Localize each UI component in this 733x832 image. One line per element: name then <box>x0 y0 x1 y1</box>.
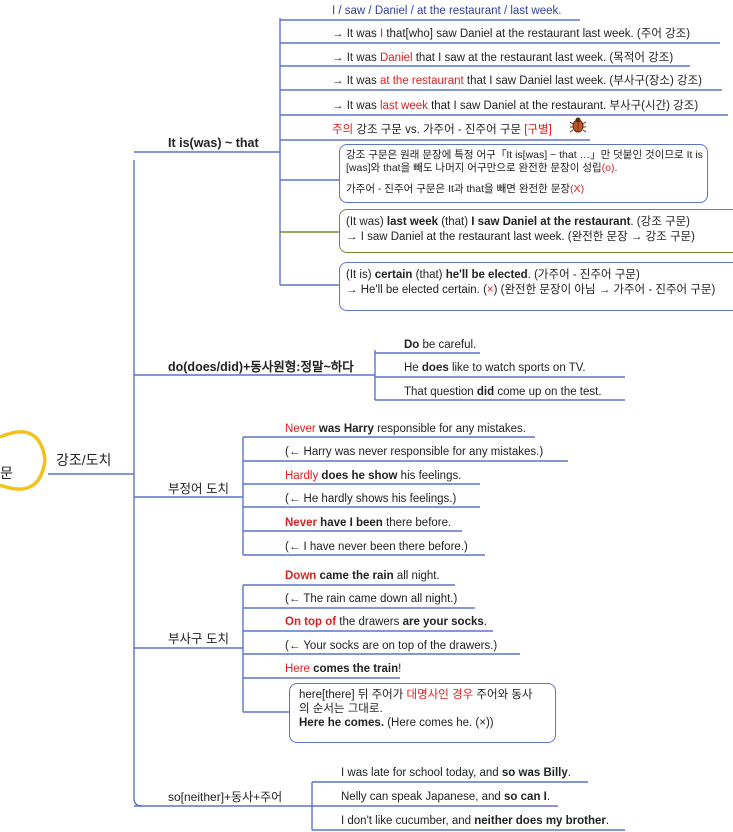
bug-icon <box>569 117 587 133</box>
section-do-title[interactable]: do(does/did)+동사원형:정말~하다 <box>168 360 354 374</box>
cleft-example-line2: → I saw Daniel at the restaurant last we… <box>346 231 695 243</box>
cleft-time-emphasis[interactable]: → It was last week that I saw Daniel at … <box>332 100 699 112</box>
adverb-note-box[interactable]: here[there] 뒤 주어가 대명사인 경우 주어와 동사 의 순서는 그… <box>289 683 556 743</box>
cleft-base-sentence[interactable]: I / saw / Daniel / at the restaurant / l… <box>332 5 562 17</box>
so-item-2[interactable]: Nelly can speak Japanese, and so can I. <box>341 791 551 803</box>
cleft-example-box[interactable]: (It was) last week (that) I saw Daniel a… <box>339 209 733 253</box>
so-item-3[interactable]: I don't like cucumber, and neither does … <box>341 815 610 827</box>
cleft-caution-item[interactable]: 주의 강조 구문 vs. 가주어 - 진주어 구문 [구별] <box>332 124 552 136</box>
adv-item-3[interactable]: On top of the drawers are your socks. <box>285 616 487 628</box>
section-negative-title[interactable]: 부정어 도치 <box>168 482 229 496</box>
adv-item-4[interactable]: (← Your socks are on top of the drawers.… <box>285 640 498 652</box>
section-so-neither-title[interactable]: so[neither]+동사+주어 <box>168 790 283 804</box>
neg-item-1[interactable]: Never was Harry responsible for any mist… <box>285 423 526 435</box>
cleft-subject-emphasis[interactable]: → It was I that[who] saw Daniel at the r… <box>332 28 691 40</box>
adverb-note-line1: here[there] 뒤 주어가 대명사인 경우 주어와 동사 <box>299 689 533 701</box>
cleft-place-emphasis[interactable]: → It was at the restaurant that I saw Da… <box>332 75 702 87</box>
do-item-2[interactable]: He does like to watch sports on TV. <box>404 362 586 374</box>
do-item-3[interactable]: That question did come up on the test. <box>404 386 602 398</box>
root-node-partial: 문 <box>0 465 13 481</box>
dummy-subject-example-box[interactable]: (It is) certain (that) he'll be elected.… <box>339 262 733 311</box>
do-item-1[interactable]: Do be careful. <box>404 339 477 351</box>
neg-item-5[interactable]: Never have I been there before. <box>285 517 452 529</box>
neg-item-2[interactable]: (← Harry was never responsible for any m… <box>285 446 544 458</box>
so-item-1[interactable]: I was late for school today, and so was … <box>341 767 571 779</box>
section-adverb-title[interactable]: 부사구 도치 <box>168 632 229 646</box>
dummy-subject-example-line1: (It is) certain (that) he'll be elected.… <box>346 269 640 281</box>
dummy-subject-example-line2: → He'll be elected certain. (×) (완전한 문장이… <box>346 284 716 296</box>
cleft-object-emphasis[interactable]: → It was Daniel that I saw at the restau… <box>332 52 674 64</box>
cleft-note-box[interactable]: 강조 구문은 원래 문장에 특정 어구「It is[was] ~ that …」… <box>339 144 708 203</box>
cleft-note-line3: 가주어 - 진주어 구문은 It과 that을 빼면 완전한 문장(X) <box>346 183 585 195</box>
cleft-note-line1: 강조 구문은 원래 문장에 특정 어구「It is[was] ~ that …」… <box>346 149 703 161</box>
neg-item-4[interactable]: (← He hardly shows his feelings.) <box>285 493 457 505</box>
neg-item-6[interactable]: (← I have never been there before.) <box>285 541 468 553</box>
adv-item-1[interactable]: Down came the rain all night. <box>285 570 440 582</box>
root-node-label[interactable]: 강조/도치 <box>56 452 112 468</box>
cleft-example-line1: (It was) last week (that) I saw Daniel a… <box>346 216 690 228</box>
adverb-note-line2: 의 순서는 그대로. <box>299 703 383 715</box>
adverb-note-line3: Here he comes. (Here comes he. (×)) <box>299 717 494 729</box>
neg-item-3[interactable]: Hardly does he show his feelings. <box>285 470 462 482</box>
section-cleft-title[interactable]: It is(was) ~ that <box>168 136 259 150</box>
adv-item-2[interactable]: (← The rain came down all night.) <box>285 593 458 605</box>
adv-item-5[interactable]: Here comes the train! <box>285 663 402 675</box>
cleft-note-line2: [was]와 that을 빼도 나머지 어구만으로 완전한 문장이 성립(o). <box>346 162 618 174</box>
